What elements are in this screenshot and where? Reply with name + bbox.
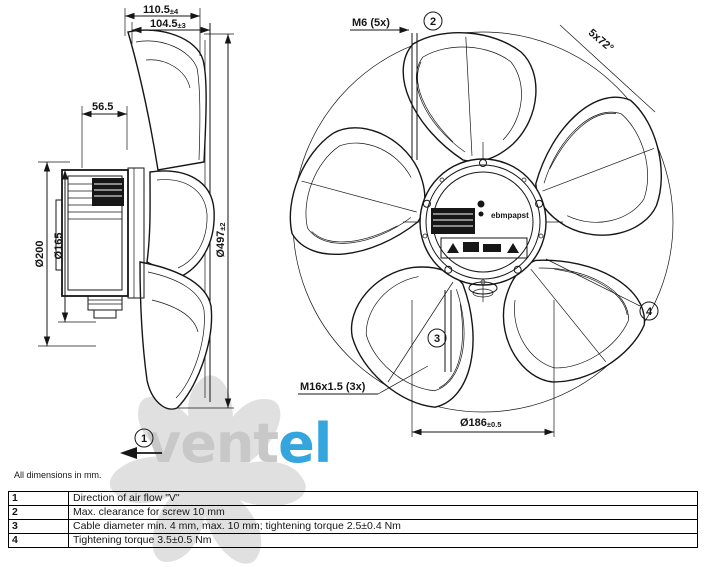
label-cable-gland: M16x1.5 (3x)	[298, 365, 429, 395]
dim-width-outer: 110.5±4	[124, 4, 201, 56]
dim-motor-inner-label: Ø165	[53, 233, 65, 260]
hub-screws	[422, 159, 544, 285]
callout-4: 4	[545, 258, 659, 321]
note-text: Tightening torque 3.5±0.5 Nm	[73, 534, 212, 546]
motor-cable-gland-side	[87, 295, 123, 311]
dim-width-outer-label: 110.5±4	[143, 4, 179, 16]
watermark-fan-icon	[109, 375, 306, 564]
guard-struts	[301, 36, 655, 383]
hub-cable-gland-front	[468, 281, 498, 298]
dim-pitch-circle-label: Ø186±0.5	[460, 417, 501, 429]
watermark-text: ventel	[146, 412, 331, 475]
hub: ebmpapst	[403, 142, 563, 302]
units-note: All dimensions in mm.	[14, 470, 102, 480]
notes-table: 1 Direction of air flow "V" 2 Max. clear…	[8, 491, 698, 548]
label-mounting-screws: M6 (5x)	[350, 17, 418, 160]
callout-2: 2	[423, 11, 443, 31]
label-cable-gland-text: M16x1.5 (3x)	[300, 381, 366, 393]
hub-dot-large	[477, 200, 485, 208]
svg-text:2: 2	[430, 16, 436, 28]
watermark-text-gray: vent	[146, 412, 278, 475]
note-number: 3	[9, 520, 69, 533]
svg-text:4: 4	[646, 306, 653, 318]
airflow-arrow	[120, 447, 137, 459]
note-text: Max. clearance for screw 10 mm	[73, 506, 225, 518]
note-number: 2	[9, 506, 69, 519]
label-mounting-screws-text: M6 (5x)	[352, 17, 390, 29]
dim-depth-label: 56.5	[92, 101, 113, 113]
note-text: Cable diameter min. 4 mm, max. 10 mm; ti…	[73, 520, 401, 532]
hub-dot-small	[478, 211, 484, 217]
front-view: ebmpapst M6 (5x)	[277, 11, 681, 437]
dim-motor-outer: Ø200	[34, 161, 96, 347]
dim-pitch-circle: Ø186±0.5	[411, 300, 555, 437]
note-number: 1	[9, 492, 69, 505]
dim-width-inner: 104.5±3	[131, 18, 210, 44]
hub-warning-label	[440, 237, 528, 259]
dim-motor-outer-label: Ø200	[34, 241, 46, 268]
callout-1-airflow: 1	[120, 428, 162, 459]
callout-3: 3	[427, 290, 452, 372]
table-row: 4 Tightening torque 3.5±0.5 Nm	[9, 533, 697, 547]
dim-fan-diameter-label: Ø497±2	[215, 222, 227, 257]
impeller-hub-plate	[127, 167, 145, 299]
hub-rating-label	[431, 208, 475, 234]
side-view: 110.5±4 104.5±3 56.5 Ø200	[34, 4, 234, 410]
svg-text:3: 3	[434, 333, 440, 345]
side-view-blades	[127, 29, 215, 410]
hub-logo-text: ebmpapst	[491, 211, 529, 220]
dim-motor-inner: Ø165	[53, 170, 96, 323]
dim-fan-diameter: Ø497±2	[178, 33, 234, 409]
table-row: 1 Direction of air flow "V"	[9, 492, 697, 505]
motor-stator-block	[92, 178, 124, 206]
dim-width-inner-label: 104.5±3	[150, 18, 186, 30]
note-number: 4	[9, 534, 69, 547]
label-blade-pitch-text: 5x72°	[586, 27, 616, 55]
svg-text:1: 1	[141, 433, 147, 445]
side-view-motor	[55, 167, 145, 319]
watermark-text-blue: el	[278, 412, 331, 475]
note-text: Direction of air flow "V"	[73, 492, 180, 504]
dim-depth: 56.5	[81, 101, 128, 168]
table-row: 3 Cable diameter min. 4 mm, max. 10 mm; …	[9, 519, 697, 533]
table-row: 2 Max. clearance for screw 10 mm	[9, 505, 697, 519]
